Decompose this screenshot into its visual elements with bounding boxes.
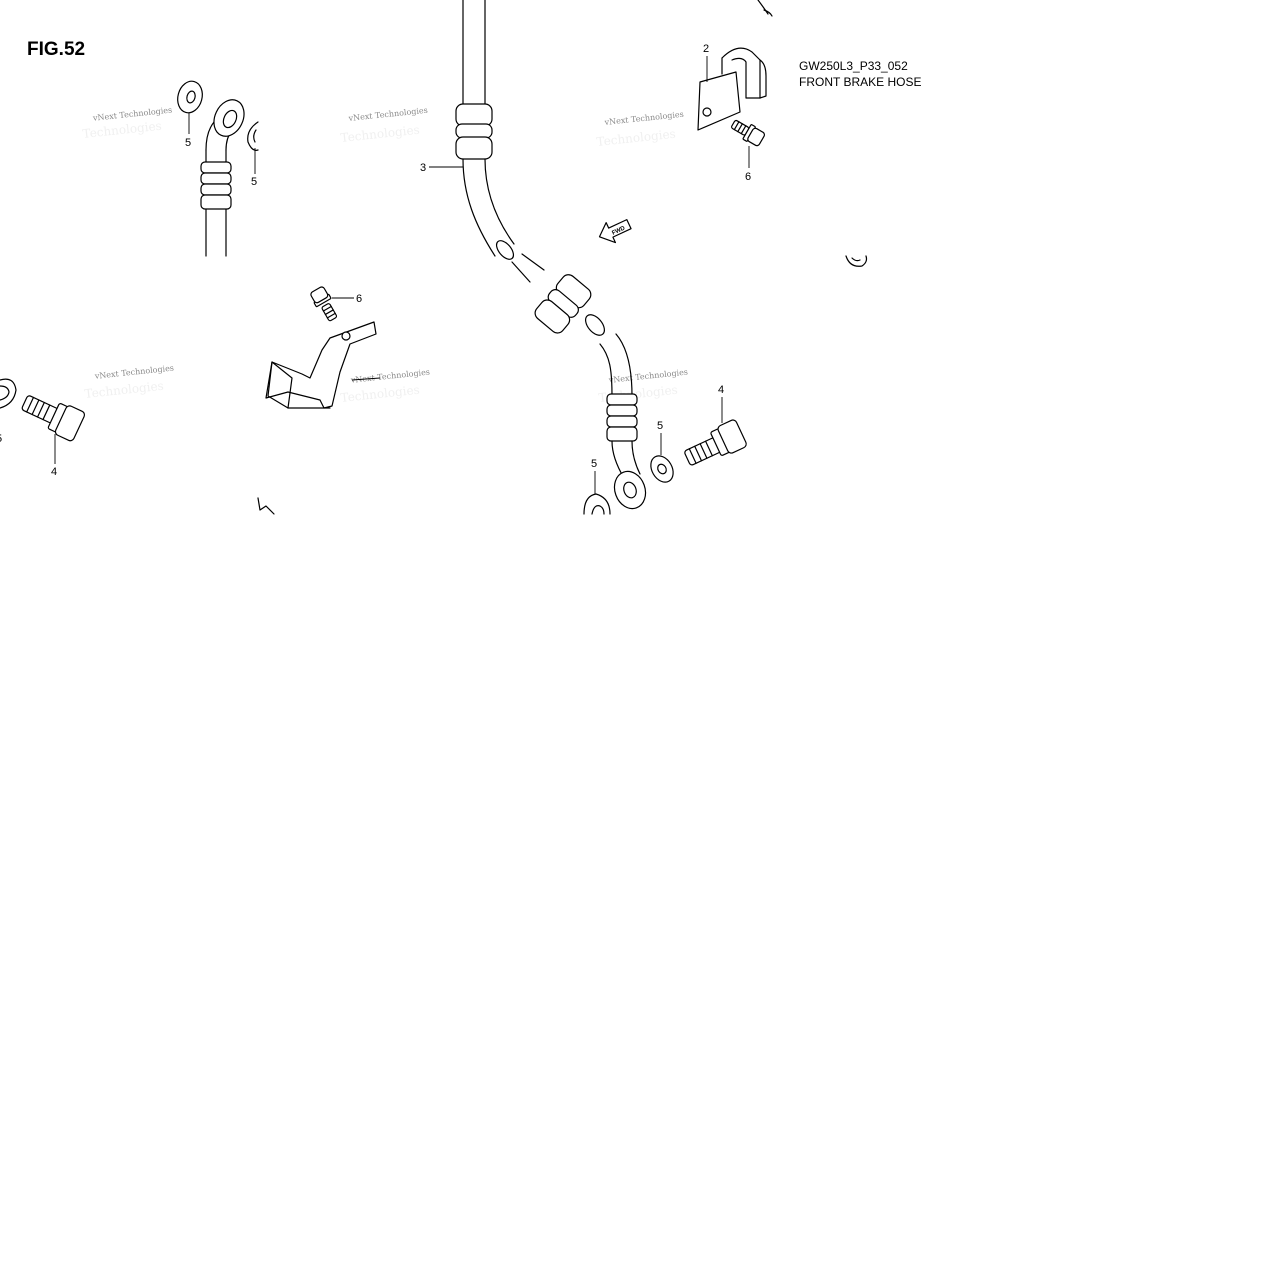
fragment-top [757,0,773,17]
bolt-bracket [310,286,338,322]
watermark-ghost: Technologies [84,379,164,401]
callout-5-far-left: 5 [0,433,2,445]
hose-clamp [697,47,767,131]
fragment-bottom [257,497,275,515]
callout-4-left: 4 [51,466,57,478]
fragment-right [845,255,868,267]
callout-6-top-right: 6 [745,171,751,183]
watermark-text: vNext Technologies [603,110,684,127]
figure-name: FRONT BRAKE HOSE [799,75,921,89]
union-bolt-right [684,419,747,466]
callout-4-right: 4 [718,384,724,396]
figure-code: GW250L3_P33_052 [799,59,908,73]
washer-left-b [247,121,259,151]
fwd-label: FWD [611,225,627,236]
union-bolt-left [21,395,86,442]
front-brake-hose [455,0,647,510]
callout-labels: 2 3 4 4 5 5 5 5 5 6 6 [0,43,751,494]
callout-6-middle: 6 [356,293,362,305]
washer-lower-a [583,493,611,515]
washer-left-c [0,378,17,409]
watermark-ghost: Technologies [596,127,676,149]
callout-2: 2 [703,43,709,55]
hose-bracket [265,321,377,409]
washer-lower-b [650,455,674,483]
watermark-ghost: Technologies [340,383,420,405]
watermark-text: vNext Technologies [347,106,428,123]
bolt-clamp [731,119,765,147]
fwd-arrow: FWD [598,219,632,244]
washer-left-a [177,80,203,114]
callout-5-top-left-b: 5 [251,176,257,188]
callout-5-lower-left: 5 [591,458,597,470]
callout-5-lower-right: 5 [657,420,663,432]
left-hose-fitting [200,99,245,257]
figure-title: FIG.52 [27,39,85,60]
callout-5-top-left: 5 [185,137,191,149]
watermark-ghost: Technologies [340,123,420,145]
watermark-group: Technologies vNext Technologies Technolo… [82,106,688,405]
callout-3: 3 [420,162,426,174]
